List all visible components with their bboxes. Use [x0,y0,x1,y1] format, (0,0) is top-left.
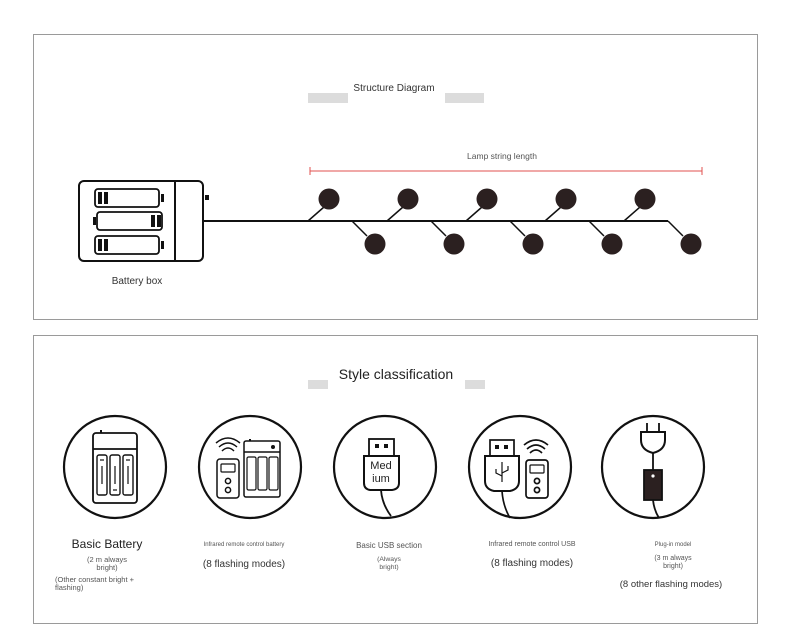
structure-diagram: Structure Diagram Lamp string length [78,83,703,287]
lamp-bulb [555,188,577,210]
usb-icon-label: Med [370,460,391,472]
lower-lamp-leads [351,220,684,237]
style-item-plug-in: Plug-in model (3 m always bright) (8 oth… [600,414,722,590]
lamp-bulb [397,188,419,210]
upper-lamp-leads [307,206,641,222]
style-item-extra: (Other constant bright + [55,575,135,584]
remote-battery-icon [215,437,281,499]
style-classification: Style classification Basic Battery (2 m … [55,366,722,592]
style-item-extra: flashing) [55,583,84,592]
lamp-bulb [601,233,623,255]
lamp-length-measure-line [309,167,703,175]
style-item-extra: (8 flashing modes) [491,558,573,569]
title-bar-left [308,380,328,389]
style-item-detail: bright) [379,564,398,571]
plug-in-icon [640,423,666,519]
style-item-extra: (8 flashing modes) [203,559,285,570]
usb-icon-label: ium [372,473,390,485]
structure-diagram-panel: Structure Diagram Lamp string length [33,34,758,320]
style-item-frame [600,414,706,520]
style-item-frame [62,414,168,520]
lamp-bulb [364,233,386,255]
style-item-frame [467,414,573,520]
style-item-detail: (3 m always [654,555,692,562]
style-item-remote-usb: Infrared remote control USB (8 flashing … [467,414,576,569]
style-item-name: Infrared remote control battery [204,542,285,548]
usb-plug-icon [363,438,400,517]
style-item-detail: (Always [377,556,401,563]
style-item-detail: bright) [96,563,118,572]
style-item-frame [332,414,438,520]
style-item-extra: (8 other flashing modes) [620,579,722,590]
battery-box-icon [92,430,138,504]
lamp-bulb [634,188,656,210]
structure-title: Structure Diagram [353,83,434,94]
style-item-basic-battery: Basic Battery (2 m always bright) (Other… [55,414,168,592]
remote-usb-icon [484,439,549,519]
style-item-detail: bright) [663,563,683,570]
title-bar-right [465,380,485,389]
style-item-name: Basic Battery [72,537,143,551]
lamp-bulb [476,188,498,210]
style-title: Style classification [339,366,453,382]
lamp-bulb [680,233,702,255]
style-item-name: Infrared remote control USB [488,541,575,548]
title-bar-right [445,93,484,103]
lamp-length-label: Lamp string length [467,151,537,161]
battery-box-label: Battery box [112,276,163,287]
style-item-basic-usb: Med ium Basic USB section (Always bright… [332,414,438,571]
lamp-bulb [443,233,465,255]
title-bar-left [308,93,348,103]
style-classification-panel: Style classification Basic Battery (2 m … [33,335,758,624]
style-item-name: Plug-in model [655,542,692,548]
battery-box-icon [78,180,209,262]
style-item-detail: (2 m always [87,555,127,564]
style-item-frame [197,414,303,520]
style-item-remote-battery: Infrared remote control battery (8 flash… [197,414,303,570]
lamp-bulb [522,233,544,255]
lamp-bulb [318,188,340,210]
style-item-name: Basic USB section [356,541,422,550]
